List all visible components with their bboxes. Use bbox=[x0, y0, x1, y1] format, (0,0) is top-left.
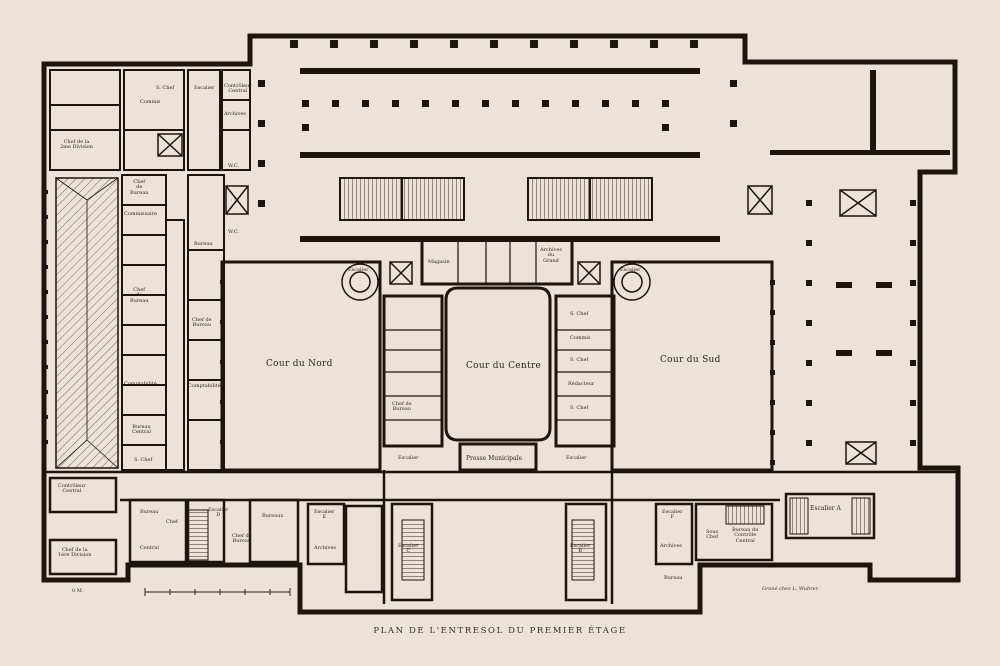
room-label: Contrôleur Central bbox=[224, 83, 252, 95]
cour-du-nord-label: Cour du Nord bbox=[266, 359, 333, 369]
room-label: Chef de la 1ère Division bbox=[58, 547, 92, 559]
right-wing-hall bbox=[770, 70, 950, 446]
room-label: Rédacteur bbox=[568, 381, 595, 387]
room-label: S. Chef bbox=[134, 457, 153, 463]
scale-number: 0 M. bbox=[72, 588, 84, 594]
room-label: Escalier bbox=[194, 85, 215, 91]
cour-du-centre-label: Cour du Centre bbox=[466, 361, 542, 371]
cour-du-sud-label: Cour du Sud bbox=[660, 355, 721, 365]
room-label: Commis bbox=[570, 335, 591, 341]
bottom-stairs bbox=[187, 497, 871, 581]
room-label: Chef de la 2me Division bbox=[60, 139, 93, 151]
room-label: W.C. bbox=[228, 229, 240, 235]
plan-caption: PLAN DE L'ENTRESOL DU PREMIER ÉTAGE bbox=[373, 626, 627, 636]
room-label: Escalier E bbox=[314, 509, 335, 521]
outer-walls bbox=[41, 33, 961, 615]
room-label: Bureau bbox=[664, 575, 683, 581]
room-label: Escalier bbox=[398, 455, 419, 461]
room-label: S. Chef bbox=[570, 311, 589, 317]
room-label: Bureau du Contrôle Central bbox=[732, 527, 759, 544]
grand-staircases bbox=[339, 177, 653, 221]
room-label: Commis bbox=[140, 99, 161, 105]
courtyard-piers bbox=[220, 280, 775, 465]
room-label: Archives bbox=[224, 111, 246, 117]
room-label: Escalier C bbox=[398, 543, 419, 555]
room-label: Comptabilité bbox=[188, 383, 221, 389]
round-staircases bbox=[341, 263, 651, 301]
room-label: Escalier D bbox=[208, 507, 229, 519]
room-label: Escalier B bbox=[570, 543, 591, 555]
room-label: Bureau bbox=[140, 509, 159, 515]
room-label: S. Chef bbox=[570, 357, 589, 363]
room-label: Magasin bbox=[428, 259, 450, 265]
bottom-wing bbox=[44, 470, 958, 604]
room-label: Bureau bbox=[194, 241, 213, 247]
room-label: Bureaux bbox=[262, 513, 284, 519]
room-label: Chef bbox=[166, 519, 178, 525]
room-label: Archives bbox=[314, 545, 336, 551]
room-label: Sous Chef bbox=[706, 529, 719, 541]
room-label: Commissaire bbox=[124, 211, 157, 217]
room-label: Central bbox=[140, 545, 159, 551]
central-block bbox=[220, 238, 774, 472]
room-label: Escalier bbox=[566, 455, 587, 461]
room-label: Contrôleur Central bbox=[58, 483, 86, 495]
room-label: S. Chef bbox=[570, 405, 589, 411]
scale-bar bbox=[144, 588, 291, 596]
room-label: Archives bbox=[660, 543, 682, 549]
left-wing-offices bbox=[49, 69, 251, 471]
room-label: W.C. bbox=[228, 163, 240, 169]
room-label: Chef de Bureau bbox=[392, 401, 412, 413]
room-label: S. Chef bbox=[156, 85, 175, 91]
centre-rooms bbox=[384, 240, 614, 421]
room-label: Chef de Bureau bbox=[130, 287, 149, 304]
room-label: Escalier bbox=[620, 267, 641, 273]
left-wing-piers bbox=[42, 190, 48, 444]
room-label: Chef de Bureau bbox=[130, 179, 149, 196]
room-label: Bureau Central bbox=[132, 424, 151, 436]
room-label: Chef de Bureau bbox=[232, 533, 252, 545]
room-label: Escalier A bbox=[810, 505, 841, 512]
room-label: Archives du Grand bbox=[540, 247, 562, 264]
room-label: Escalier F bbox=[662, 509, 683, 521]
room-label: Chef de Bureau bbox=[192, 317, 212, 329]
light-wells bbox=[157, 133, 877, 465]
room-label: Escalier bbox=[348, 267, 369, 273]
room-label: Comptabilité bbox=[124, 381, 157, 387]
room-label: Presse Municipale bbox=[466, 455, 523, 462]
engraver-credit: Grané chez L. Wuhrer. bbox=[762, 586, 819, 592]
grand-hall-columns bbox=[258, 40, 737, 242]
